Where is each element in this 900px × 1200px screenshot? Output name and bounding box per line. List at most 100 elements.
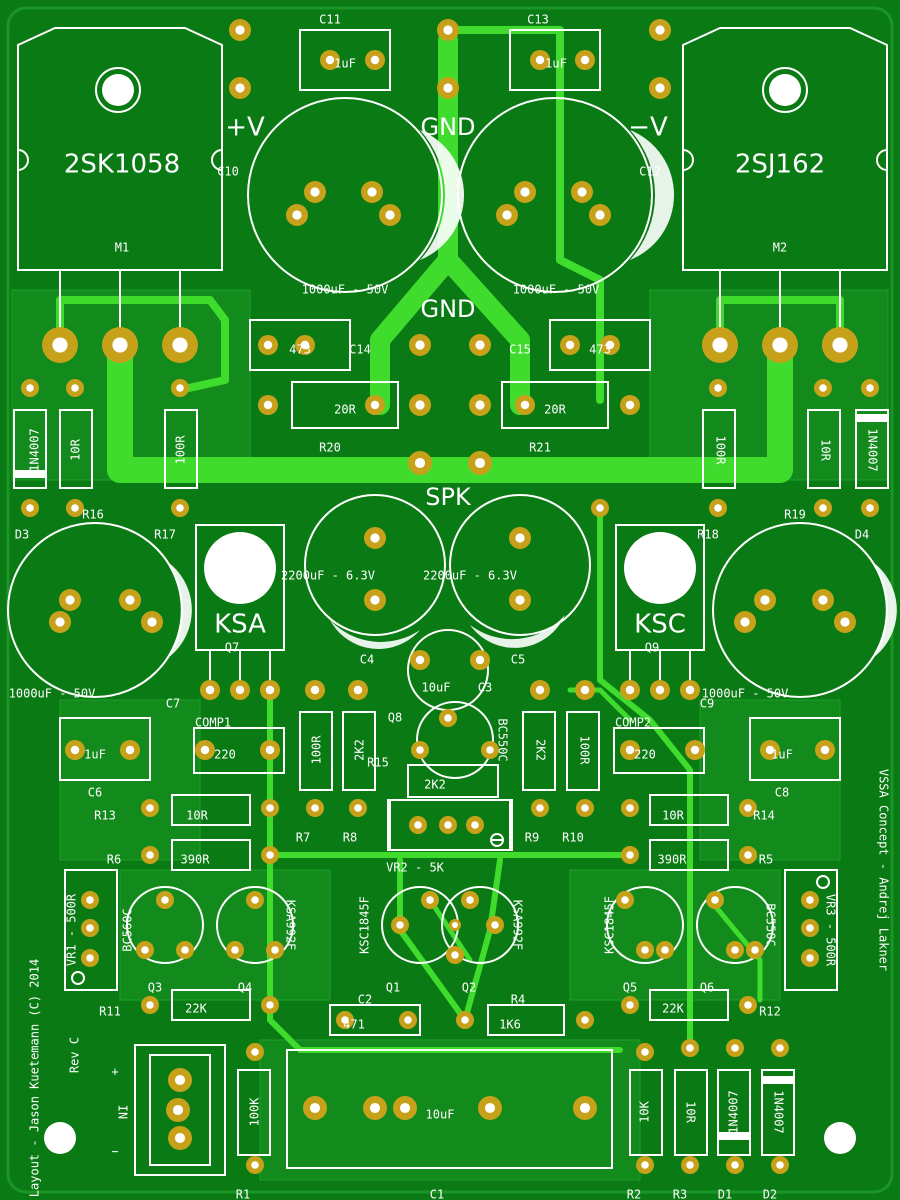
pad-hole xyxy=(655,685,665,695)
silk-label: BC550C xyxy=(764,903,778,946)
pad-hole xyxy=(515,533,525,543)
silk-label: 2K2 xyxy=(424,778,446,792)
pad-hole xyxy=(369,1102,381,1114)
silk-label: VR2 - 5K xyxy=(386,861,445,875)
pad-hole xyxy=(641,1048,649,1056)
pad-hole xyxy=(414,821,422,829)
pad-hole xyxy=(125,595,135,605)
silk-label: 1N4007 xyxy=(772,1090,786,1133)
mosfet-part-m1: 2SK1058 xyxy=(64,150,180,180)
pad-hole xyxy=(565,340,575,350)
pad-hole xyxy=(174,1132,186,1144)
silk-label: 1uF xyxy=(771,748,793,762)
pad-hole xyxy=(176,384,184,392)
silk-label: 10R xyxy=(819,439,833,461)
silk-label: C6 xyxy=(88,786,102,800)
pad-hole xyxy=(806,954,814,962)
silk-label: COMP1 xyxy=(195,716,231,730)
pad-hole xyxy=(740,617,750,627)
pad-hole xyxy=(231,946,239,954)
silk-label: 100R xyxy=(578,736,592,766)
pad-hole xyxy=(605,340,615,350)
silk-label: VSSA Concept - Andrej Lakner xyxy=(877,769,891,971)
silk-label: C1 xyxy=(430,1188,444,1200)
big-label-gnd-top: GND xyxy=(420,113,475,141)
silk-label: 1uF xyxy=(545,57,567,71)
pad-hole xyxy=(370,400,380,410)
silk-label: 1K6 xyxy=(499,1018,521,1032)
pad-hole xyxy=(655,83,665,93)
pad-hole xyxy=(471,821,479,829)
silk-label: C12 xyxy=(639,165,661,179)
silk-label: 2200uF - 6.3V xyxy=(281,569,375,583)
silk-label: C9 xyxy=(700,697,714,711)
pad-hole xyxy=(686,1161,694,1169)
pad-hole xyxy=(426,896,434,904)
silk-label: 20R xyxy=(544,403,566,417)
silk-label: 10R xyxy=(186,809,208,823)
pad-hole xyxy=(577,187,587,197)
silk-label: Q6 xyxy=(700,981,714,995)
pad-hole xyxy=(112,337,128,353)
pad-hole xyxy=(251,1048,259,1056)
pad-hole xyxy=(760,595,770,605)
pad-hole xyxy=(625,685,635,695)
silk-label: COMP2 xyxy=(615,716,651,730)
pad-hole xyxy=(690,745,700,755)
pad-hole xyxy=(714,384,722,392)
big-label-ksa: KSA xyxy=(214,610,266,640)
silk-label: 471 xyxy=(343,1018,365,1032)
silk-label: D4 xyxy=(855,528,869,542)
silk-label: R6 xyxy=(107,853,121,867)
big-label-gnd-mid: GND xyxy=(420,295,475,323)
silk-label: R20 xyxy=(319,441,341,455)
pad-hole xyxy=(776,1161,784,1169)
silk-label: 2K2 xyxy=(353,739,367,761)
silk-label: 1000uF - 50V xyxy=(702,687,789,701)
pad-hole xyxy=(520,400,530,410)
silk-label: 22K xyxy=(185,1002,207,1016)
silk-label: VR3 - 500R xyxy=(824,894,838,967)
pad-hole xyxy=(141,946,149,954)
pad-hole xyxy=(235,25,245,35)
pad-hole xyxy=(686,1044,694,1052)
silk-label: 10R xyxy=(684,1101,698,1123)
silk-label: 1uF xyxy=(84,748,106,762)
pad-hole xyxy=(52,337,68,353)
pad-hole xyxy=(396,921,404,929)
pad-hole xyxy=(595,210,605,220)
pad-hole xyxy=(625,400,635,410)
pad-hole xyxy=(309,1102,321,1114)
pad-hole xyxy=(310,685,320,695)
pad-hole xyxy=(370,55,380,65)
silk-label: R2 xyxy=(627,1188,641,1200)
pad-hole xyxy=(711,896,719,904)
pad-hole xyxy=(385,210,395,220)
silk-label: 2K2 xyxy=(534,739,548,761)
pad-hole xyxy=(55,617,65,627)
pad-hole xyxy=(71,384,79,392)
silk-label: R4 xyxy=(511,993,525,1007)
pad-hole xyxy=(491,921,499,929)
silk-label: 10R xyxy=(69,438,83,460)
pad-hole xyxy=(26,504,34,512)
pad-hole xyxy=(744,804,752,812)
silk-label: C2 xyxy=(358,993,372,1007)
pad-hole xyxy=(641,946,649,954)
pad-hole xyxy=(266,1001,274,1009)
silk-label: 10K xyxy=(638,1100,652,1122)
silk-label: 100R xyxy=(714,436,728,466)
pad-hole xyxy=(535,55,545,65)
silk-label: 1N4007 xyxy=(866,428,880,471)
pad-hole xyxy=(475,400,485,410)
pad-hole xyxy=(341,1016,349,1024)
pad-hole xyxy=(263,340,273,350)
pad-hole xyxy=(415,400,425,410)
big-label-spk: SPK xyxy=(425,483,472,511)
silk-label: R9 xyxy=(525,831,539,845)
pad-hole xyxy=(26,384,34,392)
silk-label: IN xyxy=(116,1105,130,1119)
silk-label: R7 xyxy=(296,831,310,845)
pad-hole xyxy=(300,340,310,350)
